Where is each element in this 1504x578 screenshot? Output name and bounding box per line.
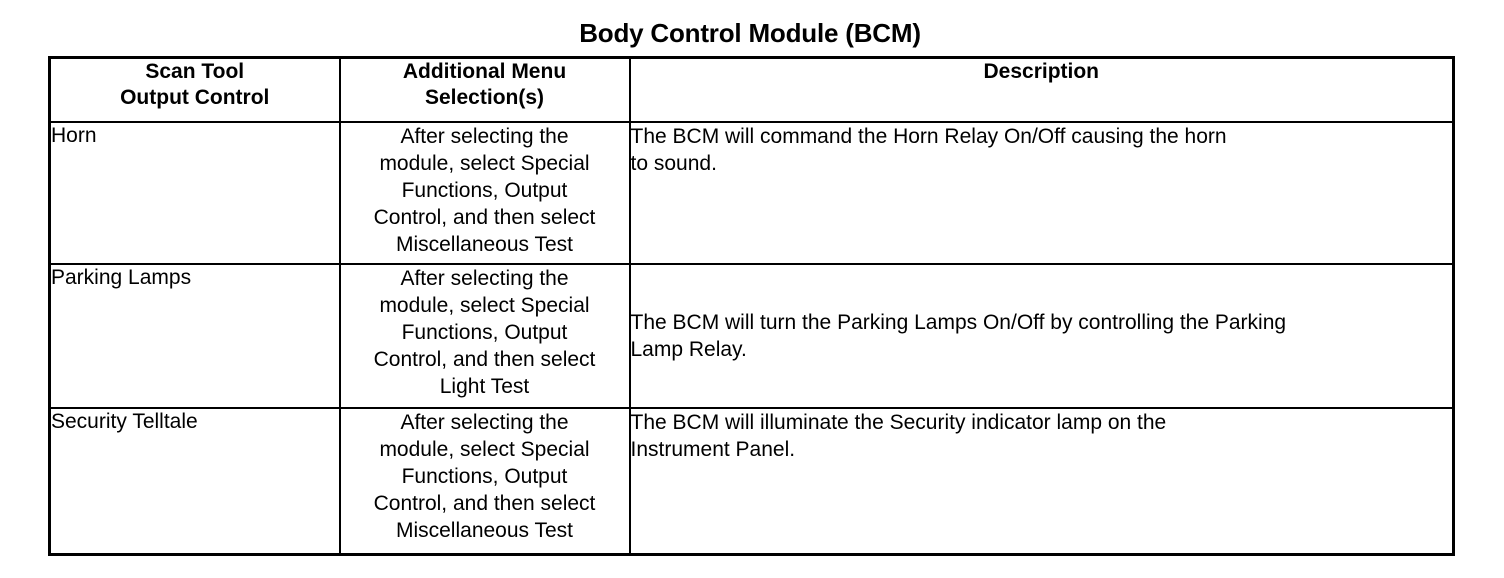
table-row: Security Telltale After selecting the mo… <box>48 407 1455 556</box>
column-header-scan-tool-line2: Output Control <box>120 86 270 109</box>
column-header-scan-tool: Scan Tool Output Control <box>48 56 341 123</box>
cell-description: The BCM will command the Horn Relay On/O… <box>628 121 1455 265</box>
column-header-menu-selection-line2: Selection(s) <box>424 86 545 109</box>
cell-description: The BCM will illuminate the Security ind… <box>628 407 1455 556</box>
menu-line: Control, and then select <box>373 492 596 515</box>
column-header-description-line1: Description <box>983 60 1100 83</box>
cell-scan-tool: Security Telltale <box>48 407 341 556</box>
table-row: Horn After selecting the module, select … <box>48 121 1455 265</box>
menu-line: Light Test <box>439 375 530 398</box>
menu-line: module, select Special <box>379 294 590 317</box>
menu-line: Functions, Output <box>401 179 568 202</box>
menu-line: module, select Special <box>379 152 590 175</box>
description-line: The BCM will turn the Parking Lamps On/O… <box>630 311 1287 334</box>
description-line: to sound. <box>630 152 717 175</box>
cell-menu-selection: After selecting the module, select Speci… <box>338 407 631 556</box>
column-header-menu-selection: Additional Menu Selection(s) <box>338 56 631 123</box>
description-line: The BCM will command the Horn Relay On/O… <box>630 125 1227 148</box>
bcm-output-control-table: Scan Tool Output Control Additional Menu… <box>48 56 1455 556</box>
column-header-description: Description <box>628 56 1455 123</box>
menu-line: After selecting the <box>400 411 569 434</box>
column-header-menu-selection-line1: Additional Menu <box>402 60 567 83</box>
description-line: Instrument Panel. <box>630 438 796 461</box>
cell-menu-selection: After selecting the module, select Speci… <box>338 121 631 265</box>
page-title: Body Control Module (BCM) <box>579 18 921 48</box>
menu-line: Control, and then select <box>373 348 596 371</box>
menu-line: Miscellaneous Test <box>395 519 574 542</box>
menu-line: Functions, Output <box>401 465 568 488</box>
cell-menu-selection: After selecting the module, select Speci… <box>338 263 631 409</box>
description-line: The BCM will illuminate the Security ind… <box>630 411 1167 434</box>
cell-description: The BCM will turn the Parking Lamps On/O… <box>628 263 1455 409</box>
menu-line: module, select Special <box>379 438 590 461</box>
cell-scan-tool: Parking Lamps <box>48 263 341 409</box>
menu-line: After selecting the <box>400 267 569 290</box>
table-row: Parking Lamps After selecting the module… <box>48 263 1455 409</box>
table-header-row: Scan Tool Output Control Additional Menu… <box>48 56 1455 123</box>
description-line: Lamp Relay. <box>630 338 747 361</box>
menu-line: Miscellaneous Test <box>395 233 574 256</box>
menu-line: Control, and then select <box>373 206 596 229</box>
menu-line: After selecting the <box>400 125 569 148</box>
cell-scan-tool: Horn <box>48 121 341 265</box>
column-header-scan-tool-line1: Scan Tool <box>145 60 245 83</box>
menu-line: Functions, Output <box>401 321 568 344</box>
